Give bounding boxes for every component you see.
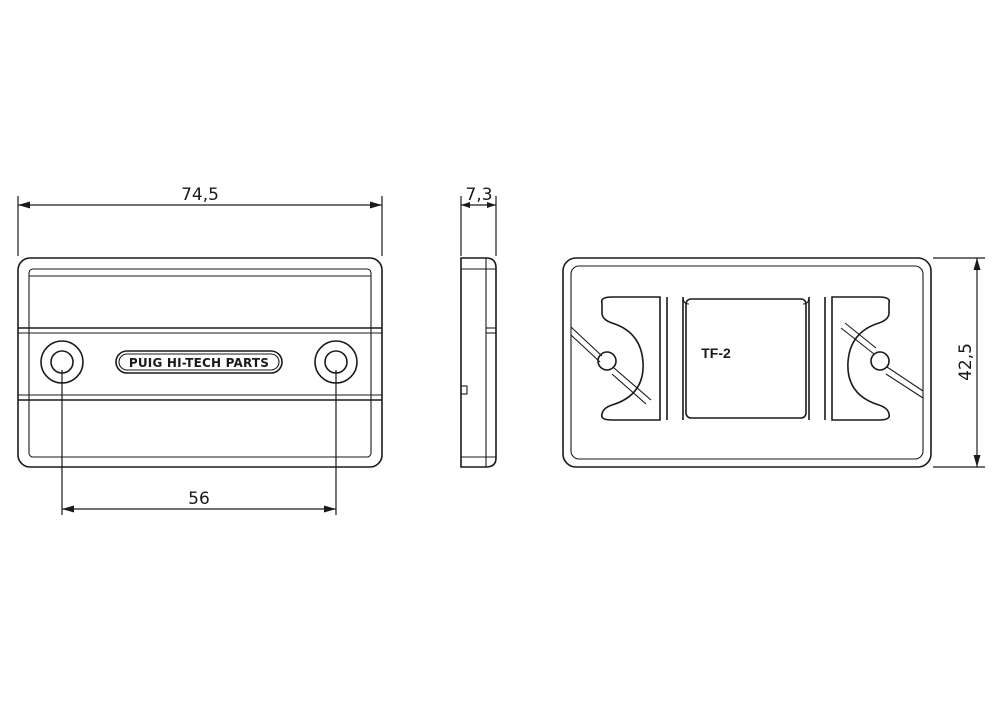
side-view xyxy=(460,257,497,468)
brand-logo: PUIG HI-TECH PARTS xyxy=(129,356,269,370)
brand-plate-inner xyxy=(118,353,280,371)
dimension-hole-spacing: 56 xyxy=(61,370,337,515)
dimension-back-height: 42,5 xyxy=(933,257,985,468)
back-hole-right xyxy=(870,351,890,371)
screw-hole-right-inner xyxy=(324,350,348,374)
back-outline xyxy=(562,257,932,468)
screw-hole-left-inner xyxy=(50,350,74,374)
front-inner-outline xyxy=(28,268,372,458)
back-inner-outline xyxy=(570,265,924,460)
dimension-label-thickness: 7,3 xyxy=(465,185,492,205)
dimension-side-thickness: 7,3 xyxy=(460,185,497,256)
dimension-front-width: 74,5 xyxy=(17,185,383,256)
back-hole-left xyxy=(597,351,617,371)
back-center-boss xyxy=(685,298,807,419)
dimension-label-spacing: 56 xyxy=(188,489,210,509)
side-notch xyxy=(460,385,468,395)
front-outline xyxy=(17,257,383,468)
dimension-label-width: 74,5 xyxy=(181,185,219,205)
back-right-lobe xyxy=(831,296,891,421)
dimension-label-height: 42,5 xyxy=(956,343,976,381)
back-view: TF-2 xyxy=(562,257,932,468)
side-outline xyxy=(460,257,497,468)
front-view: PUIG HI-TECH PARTS xyxy=(17,257,383,468)
back-left-lobe xyxy=(600,296,661,421)
brand-plate xyxy=(115,350,283,374)
part-code-label: TF-2 xyxy=(701,345,731,361)
